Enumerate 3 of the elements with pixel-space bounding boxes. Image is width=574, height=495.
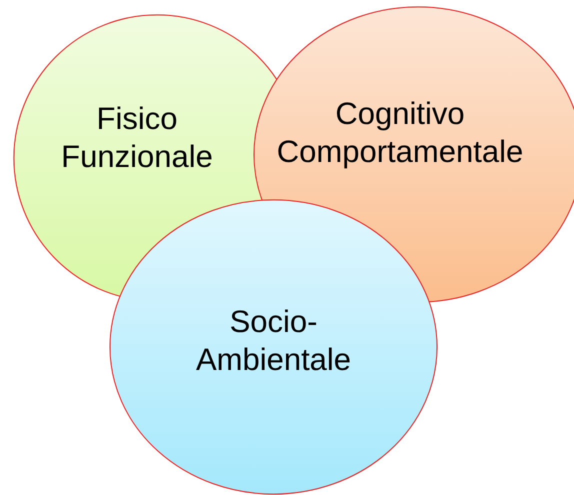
circle-label: Socio- Ambientale: [194, 303, 352, 379]
circle-label: Fisico Funzionale: [60, 100, 214, 176]
circle-label: Cognitivo Comportamentale: [276, 94, 524, 170]
